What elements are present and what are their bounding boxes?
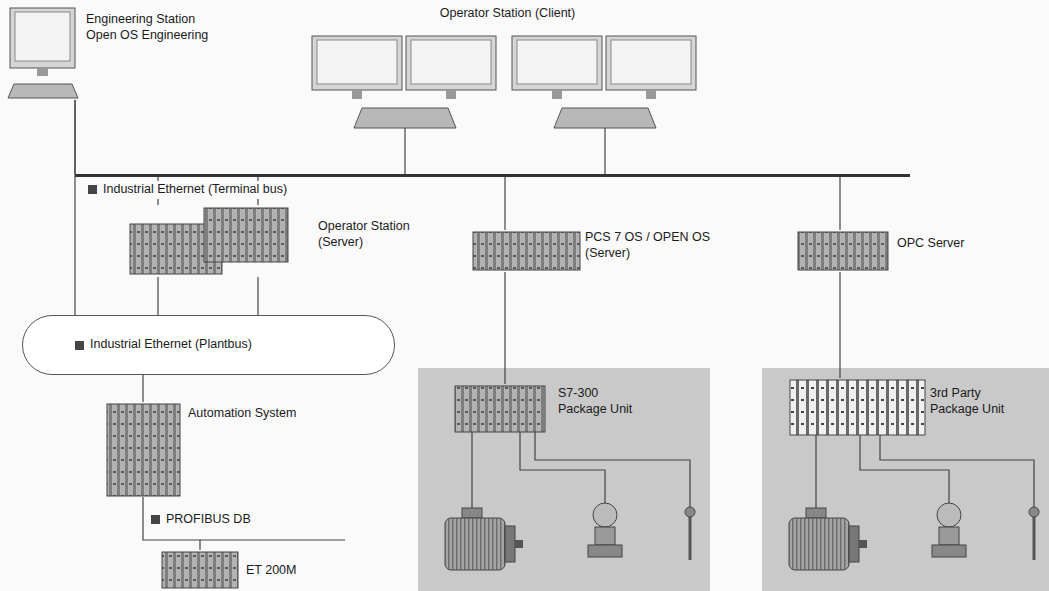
pc-icon [512,36,696,128]
motor-shaft [515,540,523,548]
package-unit: S7-300 Package Unit [452,384,548,434]
network-line [405,128,605,174]
node-label: Industrial Ethernet (Plantbus) [90,337,252,353]
keyboard [8,84,78,98]
plc-rack [107,404,180,496]
stand [446,90,456,99]
terminal-bus: Industrial Ethernet (Terminal bus) [75,174,910,177]
plc-rack [790,380,925,435]
network-line [839,177,840,230]
server-rack-node: OPC Server [797,230,890,272]
node-label: ET 200M [246,563,326,579]
bus-marker [151,515,160,524]
node-label: Engineering Station Open OS Engineering [86,12,211,43]
network-line [74,100,75,315]
plant-bus-oval: Industrial Ethernet (Plantbus) [22,315,395,375]
server-rack [798,232,888,270]
monitor [312,36,402,90]
monitor [406,36,496,90]
screen [317,40,397,84]
node-label: Operator Station (Server) [318,219,423,250]
package-panel [762,368,1049,591]
transmitter-head [593,503,617,527]
wire [471,432,472,508]
package-panel [418,368,710,591]
network-line [504,177,505,230]
package-unit: 3rd Party Package Unit [788,378,928,437]
motor-end-cap [505,526,515,562]
io-node: ET 200M [160,550,240,590]
profibus-line [200,539,345,540]
wire [535,432,690,507]
label-with-marker: Industrial Ethernet (Plantbus) [75,337,252,353]
screen [15,12,70,61]
plc-rack [455,386,545,432]
wire [880,435,1034,507]
io-rack [162,552,238,588]
engineering-station: Engineering Station Open OS Engineering [8,6,78,100]
field-devices [445,503,695,570]
field-wires [472,432,1034,508]
node-label: S7-300 Package Unit [558,386,638,417]
bus-marker [88,185,97,194]
wire [815,435,816,508]
pc-icon [312,36,496,128]
network-line [158,277,258,315]
sensor-rod [689,515,692,560]
network-line [839,272,840,378]
node-label: PCS 7 OS / OPEN OS (Server) [585,230,715,261]
transmitter-body [595,527,615,545]
server-rack-node: PCS 7 OS / OPEN OS (Server) [472,230,582,272]
pc-icon [8,8,78,98]
label-with-marker: PROFIBUS DB [151,512,251,528]
network-line [504,272,505,384]
wire [860,435,949,503]
wire [520,432,605,503]
stand [352,90,362,99]
bus-marker [75,341,84,350]
field-devices [789,503,1039,570]
server-rack [204,208,288,262]
keyboard [354,108,456,128]
node-label: Automation System [188,406,264,422]
monitor [10,8,75,68]
transmitter-flange [588,545,622,557]
node-label: 3rd Party Package Unit [930,386,1025,417]
bus-name: PROFIBUS DB [166,512,251,528]
server-rack-group: Operator Station (Server) [128,205,290,277]
stand [37,68,48,76]
motor-body [445,518,505,570]
label-with-marker: Industrial Ethernet (Terminal bus) [85,181,290,199]
node-label: OPC Server [897,236,990,252]
motor-terminal-box [462,508,482,518]
node-label: Industrial Ethernet (Terminal bus) [103,182,287,198]
node-label: Operator Station (Client) [305,4,710,22]
plc-node: Automation System [106,402,182,497]
screen [411,40,491,84]
client-group: Operator Station (Client) [305,4,710,128]
network-line [142,375,143,402]
server-rack [473,232,580,270]
sensor-head [685,507,695,517]
